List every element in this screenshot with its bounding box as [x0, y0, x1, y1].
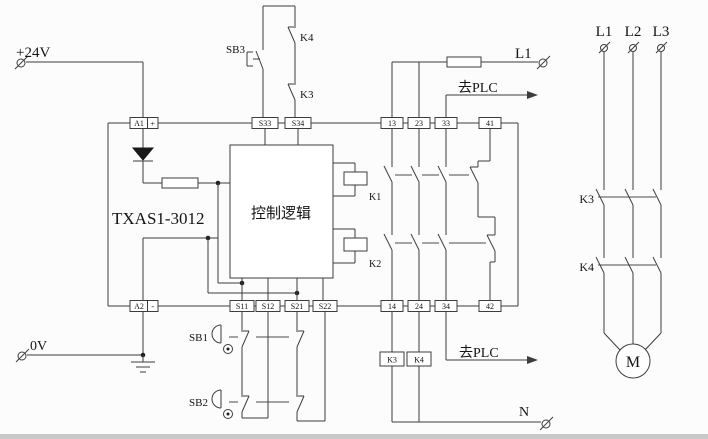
- label-14: 14: [388, 302, 396, 311]
- k1-coil: [343, 171, 368, 186]
- label-s21: S21: [291, 302, 303, 311]
- terminal-s22: [312, 300, 338, 312]
- label-23: 23: [415, 119, 423, 128]
- fuse-internal: [161, 177, 199, 189]
- estop-sb1-icon: [211, 324, 233, 354]
- terminal-a2-minus: [129, 300, 159, 312]
- k3-main-contacts: [595, 52, 662, 206]
- label-41: 41: [486, 119, 494, 128]
- k2-relay: K2: [333, 228, 381, 270]
- k4-nc-contact: [287, 26, 296, 44]
- label-phase-l2: L2: [625, 24, 642, 40]
- ground-icon: [131, 355, 155, 373]
- label-motor: M: [626, 354, 640, 371]
- terminal-14: [380, 300, 404, 312]
- label-k1: K1: [369, 192, 381, 203]
- estop-chains: SB1 SB2: [189, 312, 326, 422]
- plc-arrow-top: 去PLC: [445, 80, 538, 118]
- label-a1: A1: [134, 119, 144, 128]
- label-s12: S12: [262, 302, 274, 311]
- sb3-actuator-icon: [246, 51, 260, 67]
- label-n: N: [519, 405, 529, 420]
- label-s33: S33: [259, 119, 271, 128]
- label-k4-main: K4: [579, 260, 594, 274]
- label-s22: S22: [319, 302, 331, 311]
- label-control-logic: 控制逻辑: [251, 204, 311, 222]
- label-33: 33: [442, 119, 450, 128]
- terminal-a1-plus: [129, 117, 159, 129]
- diode-icon: [131, 147, 155, 161]
- feedback-nc-path: [469, 129, 496, 300]
- module-internal-wiring: TXAS1-3012: [112, 129, 300, 300]
- terminal-41: [478, 117, 502, 129]
- label-k4-coil: K4: [414, 356, 424, 365]
- control-logic-box: [229, 144, 334, 279]
- terminal-24: [407, 300, 431, 312]
- start-feedback-branch: SB3 K4 K3: [226, 5, 314, 118]
- l1-bus: L1: [391, 46, 551, 118]
- output-contact-matrix: [383, 129, 486, 300]
- terminal-s33: [251, 117, 279, 129]
- terminal-s12: [255, 300, 281, 312]
- label-k4-top: K4: [300, 32, 314, 44]
- label-to-plc-top: 去PLC: [458, 80, 498, 96]
- label-k3-coil: K3: [387, 356, 397, 365]
- label-k3-main: K3: [579, 192, 594, 206]
- label-phase-l3: L3: [653, 24, 670, 40]
- label-a1-pol: +: [151, 120, 156, 129]
- motor-branch: L1 L2 L3 K3 K4: [579, 24, 670, 379]
- label-s11: S11: [236, 302, 248, 311]
- supply-24v-wiring: +24V: [14, 45, 144, 118]
- label-13: 13: [388, 119, 396, 128]
- label-0v: 0V: [30, 339, 47, 354]
- terminal-s11: [229, 300, 255, 312]
- nc-contact-2: [486, 234, 496, 252]
- sb2-contact-1: [241, 395, 250, 413]
- terminal-42: [478, 300, 502, 312]
- supply-0v-wiring: 0V: [15, 312, 155, 373]
- label-42: 42: [486, 302, 494, 311]
- motor-symbol: [615, 343, 651, 379]
- estop-sb2-icon: [211, 389, 233, 419]
- fuse-l1: [446, 56, 482, 68]
- label-sb3: SB3: [226, 44, 245, 56]
- label-34: 34: [442, 302, 450, 311]
- k1-relay: K1: [333, 162, 381, 203]
- terminal-blocks: A1 + S33 S34 13 23 33 41 A2 - S11 S12 S2…: [129, 117, 502, 312]
- terminal-s21: [284, 300, 310, 312]
- contactor-coil-circuit: K3 K4 N: [379, 312, 554, 431]
- terminal-34: [434, 300, 458, 312]
- sb3-contact: [255, 50, 264, 70]
- label-sb2: SB2: [189, 397, 208, 409]
- page-bottom-edge: [0, 434, 708, 439]
- k2-coil: [343, 237, 368, 252]
- sb1-contact-2: [296, 330, 305, 348]
- terminal-33: [434, 117, 458, 129]
- terminal-phase-icons: [598, 41, 668, 54]
- terminal-13: [380, 117, 404, 129]
- label-k3-top: K3: [300, 89, 314, 101]
- control-logic-block: 控制逻辑: [229, 129, 334, 300]
- nc-contact-1: [469, 166, 479, 184]
- label-l1-top: L1: [515, 46, 532, 62]
- label-s34: S34: [292, 119, 304, 128]
- k3-nc-contact: [287, 83, 296, 101]
- terminal-23: [407, 117, 431, 129]
- label-to-plc-bottom: 去PLC: [459, 345, 499, 361]
- label-k2: K2: [369, 259, 381, 270]
- sb1-contact-1: [241, 330, 250, 348]
- label-24: 24: [415, 302, 423, 311]
- label-a2: A2: [134, 302, 144, 311]
- label-24v: +24V: [16, 45, 50, 61]
- label-model: TXAS1-3012: [112, 209, 205, 228]
- terminal-s34: [284, 117, 312, 129]
- k4-main-contacts: [595, 205, 662, 274]
- plc-arrow-bottom: 去PLC: [445, 312, 538, 364]
- label-phase-l1: L1: [596, 24, 613, 40]
- sb2-contact-2: [296, 395, 305, 413]
- label-a2-pol: -: [151, 302, 154, 311]
- label-sb1: SB1: [189, 332, 208, 344]
